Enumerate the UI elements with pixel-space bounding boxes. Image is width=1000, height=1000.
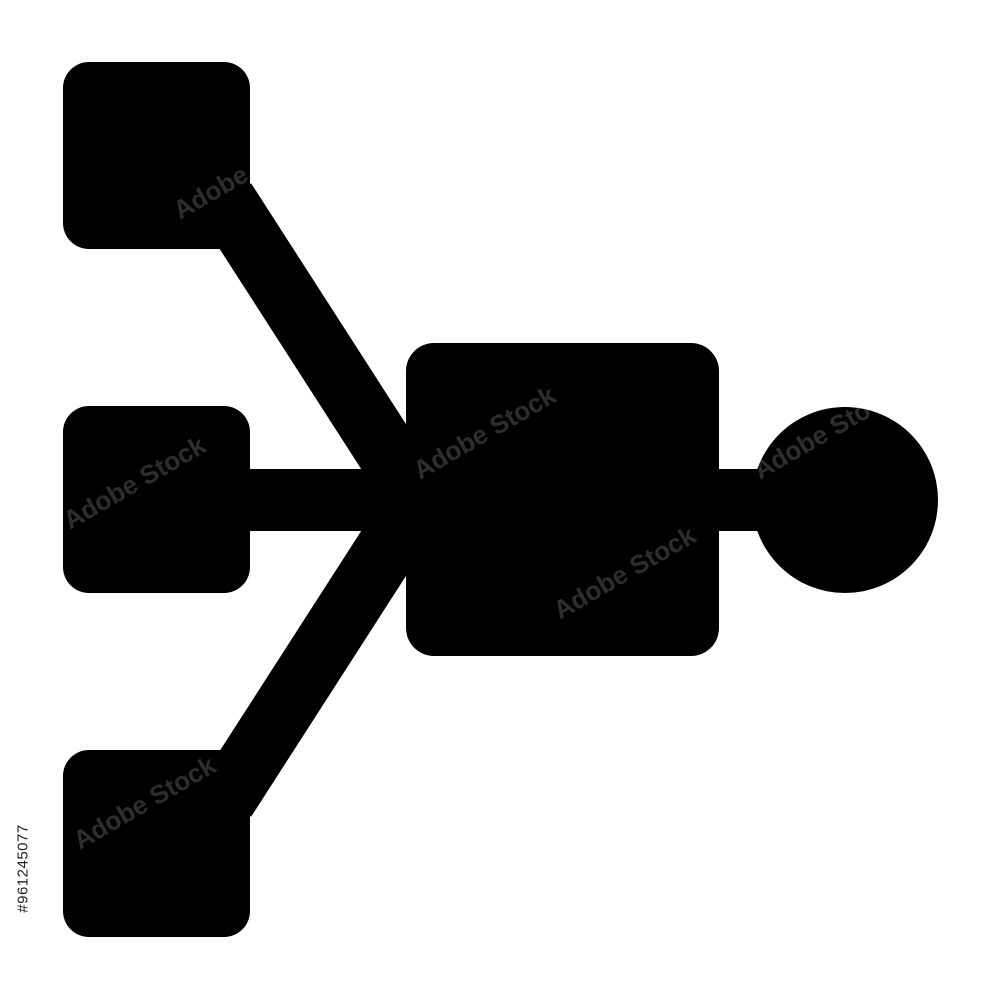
process-node: [406, 343, 719, 656]
input-node-top: [63, 62, 250, 249]
input-node-middle: [63, 406, 250, 593]
connector-top: [198, 183, 445, 517]
output-node: [752, 407, 938, 593]
stock-id-label: #961245077: [14, 824, 32, 913]
connector-bottom: [198, 483, 445, 817]
input-node-bottom: [63, 750, 250, 937]
